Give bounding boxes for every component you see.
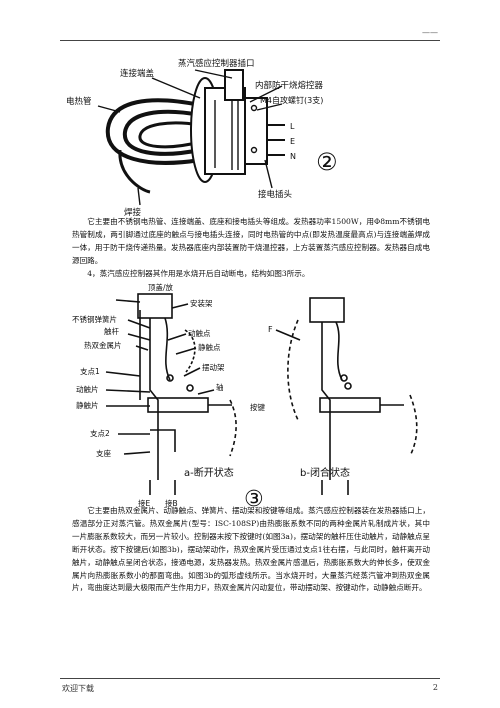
- label-static-contact-piece: 静触片: [76, 400, 99, 410]
- label-plug: 接电插头: [258, 189, 293, 200]
- label-pivot-2: 支点2: [90, 428, 110, 438]
- label-shaft: 轴: [216, 382, 224, 392]
- label-pin-l: L: [290, 122, 295, 131]
- paragraph-heater-description: 它主要由不锈钢电热管、连接端盖、底座和接电插头等组成。发热器功率1500W，用Φ…: [72, 217, 430, 265]
- label-swing-frame: 摆动架: [202, 362, 225, 372]
- footer-rule: [60, 678, 440, 679]
- label-connecting-cover: 连接端盖: [120, 68, 155, 79]
- label-base: 支座: [96, 448, 111, 458]
- label-screws: M4自攻螺钉(3支): [260, 95, 323, 105]
- figure-2-number: ②: [316, 148, 338, 176]
- label-heater-tube: 电热管: [66, 96, 92, 107]
- label-bimetal: 热双金属片: [84, 340, 122, 350]
- label-force: F: [268, 325, 273, 334]
- label-moving-contact: 动触点: [188, 328, 211, 338]
- figure-3-diagram: 顶盖/放 安装架 不锈钢弹簧片 触杆 动触点 热双金属片 静触点 支点1 摆动架…: [72, 282, 418, 510]
- label-weld: 焊接: [124, 207, 142, 218]
- figure-3-number: ③: [244, 487, 264, 510]
- label-steam-socket: 蒸汽感应控制器插口: [178, 58, 255, 69]
- footer-text: 欢迎下载: [62, 684, 94, 693]
- header-mark: ——: [422, 28, 438, 37]
- page-number: 2: [432, 683, 438, 692]
- caption-open-state: a-断开状态: [184, 466, 234, 479]
- label-static-contact: 静触点: [198, 342, 221, 352]
- label-cover: 顶盖/放: [148, 282, 174, 292]
- label-pivot-1: 支点1: [80, 366, 100, 376]
- label-terminal-a: 接E: [138, 498, 150, 508]
- label-pin-e: E: [290, 137, 295, 146]
- label-spring: 不锈钢弹簧片: [72, 314, 117, 324]
- label-terminal-b: 接B: [165, 498, 178, 508]
- label-inner-fuse: 内部防干烧熔控器: [255, 80, 324, 91]
- label-moving-contact-piece: 动触片: [76, 384, 99, 394]
- label-button: 按键: [250, 402, 265, 412]
- figure-2-diagram: 连接端盖 蒸汽感应控制器插口 电热管 内部防干烧熔控器 M4自攻螺钉(3支) L…: [66, 58, 338, 218]
- label-mount: 安装架: [190, 298, 213, 308]
- section-4-intro: 4，蒸汽感应控制器其作用是水烧开后自动断电，结构如图3所示。: [87, 269, 310, 278]
- caption-closed-state: b-闭合状态: [300, 466, 350, 479]
- label-pin-n: N: [290, 152, 296, 161]
- label-lever: 触杆: [104, 326, 119, 336]
- paragraph-controller-description: 它主要由热双金属片、动静触点、弹簧片、摆动架和按键等组成。蒸汽感应控制器装在发热…: [72, 506, 430, 593]
- header-rule: [60, 40, 440, 41]
